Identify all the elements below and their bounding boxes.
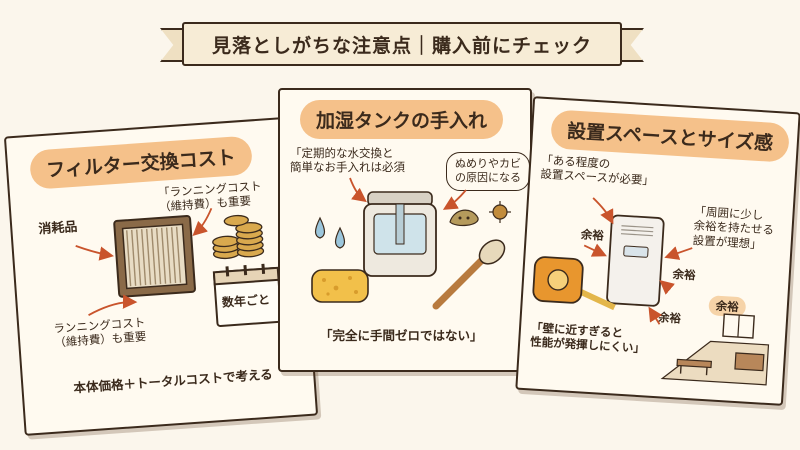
- calendar-icon: [212, 263, 283, 327]
- filter-icon: [113, 215, 196, 298]
- room-icon: [660, 313, 770, 386]
- brush-icon: [432, 239, 506, 310]
- arrow-icon: [75, 207, 213, 316]
- card-filter-cost: フィルター交換コスト 「ランニングコスト （維持費）も重要 消耗品 数年ごと ラ…: [3, 116, 319, 436]
- tank-icon: [363, 191, 437, 277]
- card-heading: 加湿タンクの手入れ: [300, 100, 504, 139]
- arrow-icon: [349, 177, 467, 210]
- regular-care-note: 「定期的な水交換と 簡単なお手入れは必須: [290, 146, 405, 175]
- coins-icon: [212, 214, 265, 260]
- water-drop-icon: [314, 216, 346, 249]
- not-zero-effort: 「完全に手間ゼロではない」: [320, 328, 483, 343]
- purifier-icon: [606, 214, 665, 307]
- page-title: 見落としがちな注意点｜購入前にチェック: [182, 22, 622, 66]
- arrow-icon: [583, 197, 693, 325]
- card-space-size: 設置スペースとサイズ感 「ある程度の 設置スペースが必要」 「周囲に少し 余裕を…: [515, 96, 800, 406]
- germ-icon: [449, 201, 511, 227]
- slime-mold-bubble: ぬめりやカビ の原因になる: [446, 152, 530, 191]
- card-tank-care: 加湿タンクの手入れ 「定期的な水交換と 簡単なお手入れは必須 ぬめりやカビ の原…: [278, 88, 532, 372]
- sponge-icon: [311, 269, 369, 303]
- tape-measure-icon: [532, 256, 616, 311]
